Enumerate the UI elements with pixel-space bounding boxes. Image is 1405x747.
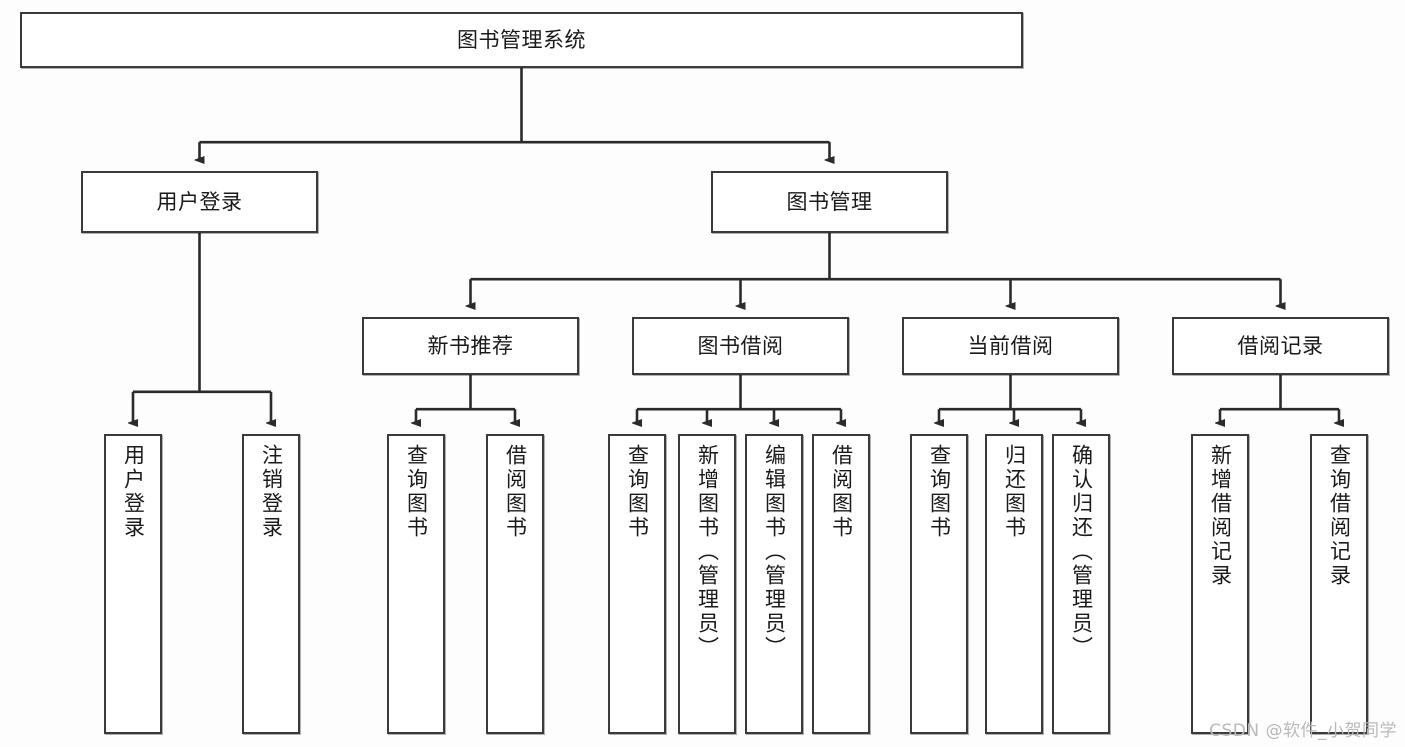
node-leaf-query-book-3[interactable]: 查询图书 [910,434,968,734]
node-label: 新增图书（管理员） [695,444,720,660]
node-leaf-return-book[interactable]: 归还图书 [985,434,1043,734]
node-label: 借阅记录 [1237,333,1324,358]
node-label: 图书管理系统 [457,27,586,52]
node-label: 借阅图书 [829,444,854,540]
node-label: 查询图书 [927,444,952,540]
node-leaf-add-borrow-record[interactable]: 新增借阅记录 [1191,434,1249,734]
node-label: 新书推荐 [427,333,514,358]
node-book-borrow[interactable]: 图书借阅 [632,317,849,375]
node-user-login[interactable]: 用户登录 [81,171,318,233]
node-label: 注销登录 [259,444,284,540]
node-label: 归还图书 [1002,444,1027,540]
node-leaf-add-book-admin[interactable]: 新增图书（管理员） [678,434,736,734]
node-leaf-query-borrow-record[interactable]: 查询借阅记录 [1310,434,1368,734]
node-label: 用户登录 [156,189,243,214]
node-leaf-edit-book-admin[interactable]: 编辑图书（管理员） [745,434,803,734]
node-label: 查询图书 [404,444,429,540]
node-label: 图书借阅 [697,333,784,358]
node-label: 当前借阅 [967,333,1054,358]
node-leaf-user-logout[interactable]: 注销登录 [242,434,300,734]
node-book-manage[interactable]: 图书管理 [711,171,948,233]
node-label: 图书管理 [786,189,873,214]
watermark-text: CSDN @软件_小贺同学 [1209,721,1397,741]
node-current-borrow[interactable]: 当前借阅 [902,317,1119,375]
node-borrow-record[interactable]: 借阅记录 [1172,317,1389,375]
node-leaf-borrow-book-1[interactable]: 借阅图书 [486,434,544,734]
node-leaf-borrow-book-2[interactable]: 借阅图书 [812,434,870,734]
node-label: 查询借阅记录 [1327,444,1352,588]
node-label: 编辑图书（管理员） [762,444,787,660]
node-label: 确认归还（管理员） [1069,444,1094,660]
node-label: 查询图书 [625,444,650,540]
node-leaf-query-book-1[interactable]: 查询图书 [387,434,445,734]
node-leaf-confirm-return-admin[interactable]: 确认归还（管理员） [1052,434,1110,734]
node-new-book-recommend[interactable]: 新书推荐 [362,317,579,375]
node-leaf-user-login[interactable]: 用户登录 [104,434,162,734]
node-label: 借阅图书 [503,444,528,540]
node-leaf-query-book-2[interactable]: 查询图书 [608,434,666,734]
node-label: 新增借阅记录 [1208,444,1233,588]
node-label: 用户登录 [121,444,146,540]
node-root[interactable]: 图书管理系统 [20,12,1023,68]
